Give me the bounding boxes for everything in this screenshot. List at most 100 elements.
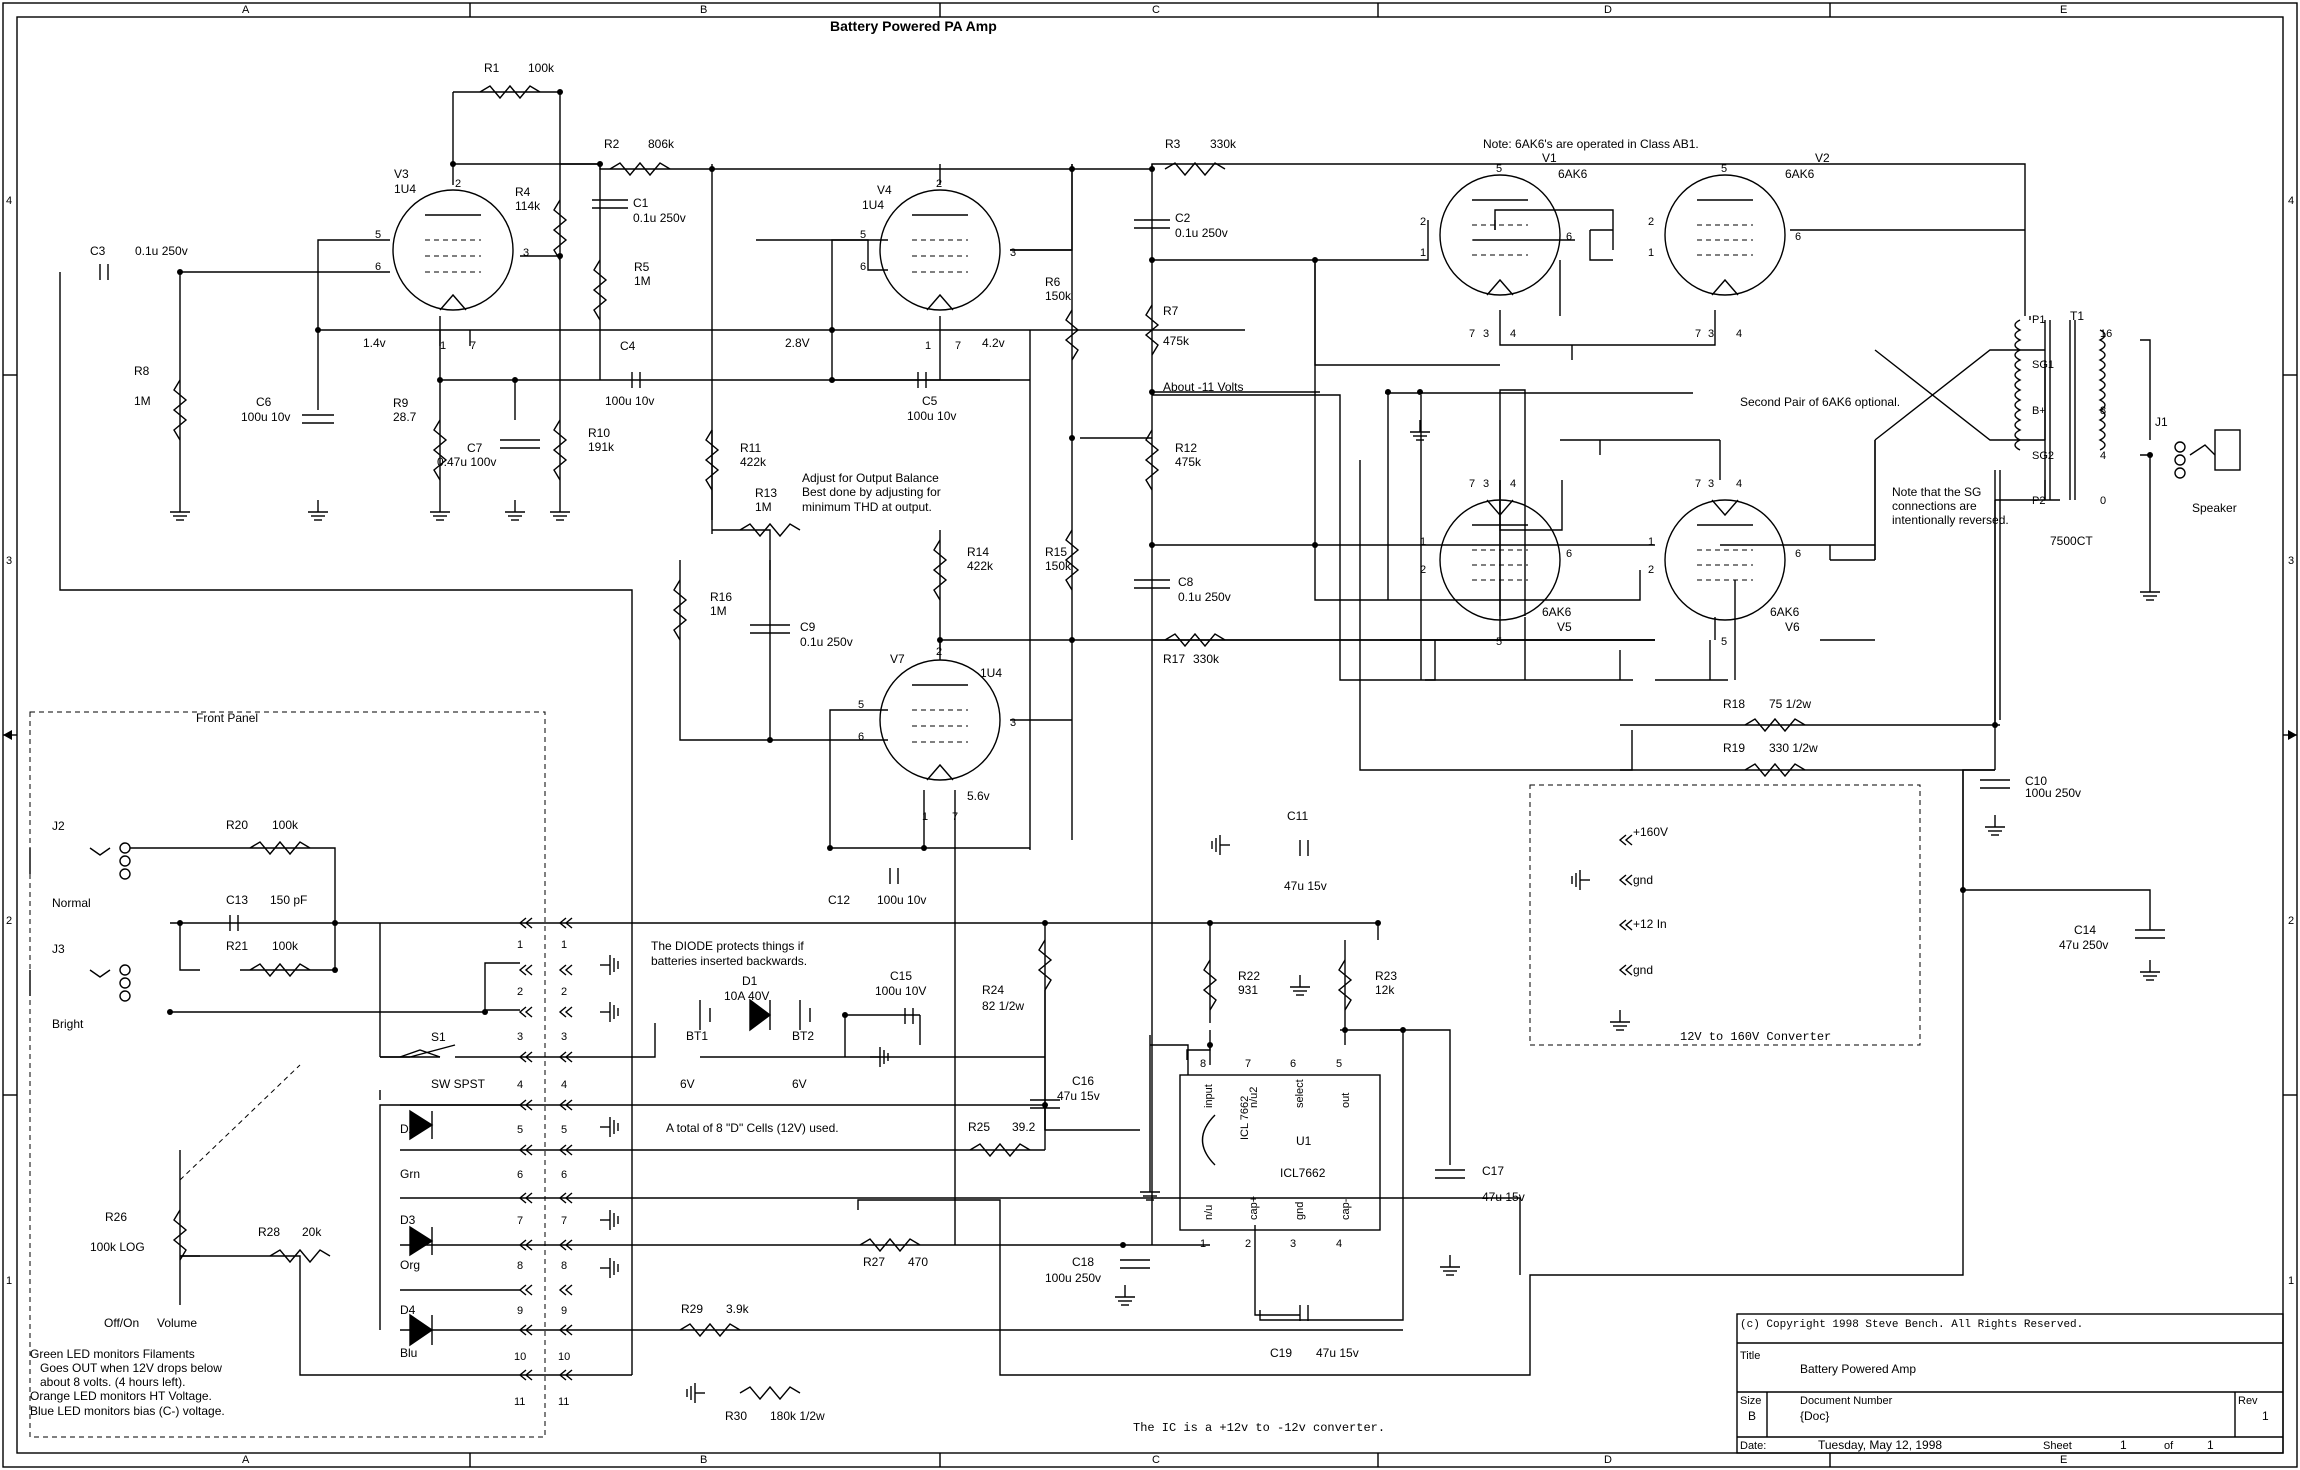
bias-voltage: About -11 Volts xyxy=(1163,380,1244,394)
v3-pin-1: 1 xyxy=(440,340,446,352)
t1-pin-0: 0 xyxy=(2100,495,2106,507)
fp-pin-1-left: 1 xyxy=(517,939,523,951)
title-block-rev-label: Rev xyxy=(2238,1395,2258,1407)
title-block-sheet: 1 xyxy=(2120,1438,2127,1452)
u1-label-gnd: gnd xyxy=(1294,1202,1306,1220)
u1-pin-2: 2 xyxy=(1245,1238,1251,1250)
r12-value: 475k xyxy=(1175,455,1202,469)
d2-ref: D2 xyxy=(400,1122,416,1136)
v4-type: 1U4 xyxy=(862,198,884,212)
r13-value: 1M xyxy=(755,500,772,514)
title-block-size-label: Size xyxy=(1740,1395,1761,1407)
fp-pin-2-right: 2 xyxy=(561,986,567,998)
tube-labels: V3 1U4 V4 1U4 V7 1U4 V1 6AK6 V2 6AK6 V5 … xyxy=(394,151,1830,680)
v3-pin-7: 7 xyxy=(470,340,476,352)
v5-pin-6: 6 xyxy=(1566,548,1572,560)
col-label-b: B xyxy=(700,4,707,16)
note-sg-line1: Note that the SG xyxy=(1892,485,1981,499)
row-label-3-right: 3 xyxy=(2288,555,2294,567)
r10-value: 191k xyxy=(588,440,615,454)
note-leds-line4: Orange LED monitors HT Voltage. xyxy=(30,1389,212,1403)
title-block-rev: 1 xyxy=(2262,1409,2269,1423)
fp-pin-9-left: 9 xyxy=(517,1305,523,1317)
c9-ref: C9 xyxy=(800,620,816,634)
note-second-pair: Second Pair of 6AK6 optional. xyxy=(1740,395,1900,409)
d4-value: Blu xyxy=(400,1346,417,1360)
r20-ref: R20 xyxy=(226,818,248,832)
r1-value: 100k xyxy=(528,61,555,75)
c6-value: 100u 10v xyxy=(241,410,290,424)
fp-pin-4-right: 4 xyxy=(561,1079,567,1091)
bt1-value: 6V xyxy=(680,1077,695,1091)
v1-pin-2: 2 xyxy=(1420,216,1426,228)
v3-pin-6: 6 xyxy=(375,261,381,273)
u1-value: ICL7662 xyxy=(1280,1166,1326,1180)
r5-ref: R5 xyxy=(634,260,650,274)
c3-value: 0.1u 250v xyxy=(135,244,188,258)
r26-ref: R26 xyxy=(105,1210,127,1224)
c18-ref: C18 xyxy=(1072,1255,1094,1269)
c4-value: 100u 10v xyxy=(605,394,654,408)
j1-value: Speaker xyxy=(2192,501,2237,515)
v6-pin-5: 5 xyxy=(1721,636,1727,648)
d2-value: Grn xyxy=(400,1167,420,1181)
fp-pin-4-left: 4 xyxy=(517,1079,523,1091)
note-off-on: Off/On xyxy=(104,1316,139,1330)
r23-value: 12k xyxy=(1375,983,1395,997)
r21-ref: R21 xyxy=(226,939,248,953)
v4-ref: V4 xyxy=(877,183,892,197)
fp-pin-8-left: 8 xyxy=(517,1260,523,1272)
c6-ref: C6 xyxy=(256,395,272,409)
u1-pin-labels: input n/u2 select out n/u cap+ gnd cap- … xyxy=(1200,1058,1352,1250)
col-label-e: E xyxy=(2060,4,2067,16)
r23-ref: R23 xyxy=(1375,969,1397,983)
c16-ref: C16 xyxy=(1072,1074,1094,1088)
v3-ref: V3 xyxy=(394,167,409,181)
title-block-copyright: (c) Copyright 1998 Steve Bench. All Righ… xyxy=(1740,1319,2083,1331)
r10-ref: R10 xyxy=(588,426,610,440)
r28-value: 20k xyxy=(302,1225,322,1239)
v4-pin-7: 7 xyxy=(955,340,961,352)
v4-cathode-voltage: 2.8V xyxy=(785,336,810,350)
r20-value: 100k xyxy=(272,818,299,832)
v5-pin-3: 3 xyxy=(1483,478,1489,490)
title-block-of: 1 xyxy=(2207,1438,2214,1452)
v7-pin-5: 5 xyxy=(858,699,864,711)
c5-ref: C5 xyxy=(922,394,938,408)
tubes xyxy=(392,174,1786,781)
row-label-2: 2 xyxy=(6,915,12,927)
bt2-ref: BT2 xyxy=(792,1029,814,1043)
title-block-date-label: Date: xyxy=(1740,1440,1766,1452)
tube-v6 xyxy=(1664,499,1786,621)
r5-value: 1M xyxy=(634,274,651,288)
c13-value: 150 pF xyxy=(270,893,307,907)
v2-pin-6: 6 xyxy=(1795,231,1801,243)
r27-ref: R27 xyxy=(863,1255,885,1269)
c18-value: 100u 250v xyxy=(1045,1271,1101,1285)
v7-screen-voltage: 5.6v xyxy=(967,789,990,803)
tube-v3 xyxy=(392,189,514,311)
fp-pin-6-right: 6 xyxy=(561,1169,567,1181)
fp-pin-3-right: 3 xyxy=(561,1031,567,1043)
t1-value: 7500CT xyxy=(2050,534,2093,548)
v6-pin-6: 6 xyxy=(1795,548,1801,560)
fp-pin-3-left: 3 xyxy=(517,1031,523,1043)
v7-ref: V7 xyxy=(890,652,905,666)
v5-pin-2: 2 xyxy=(1420,564,1426,576)
c12-value: 100u 10v xyxy=(877,893,926,907)
c14-value: 47u 250v xyxy=(2059,938,2108,952)
u1-label-cap-plus: cap+ xyxy=(1248,1196,1260,1220)
c9-value: 0.1u 250v xyxy=(800,635,853,649)
col-label-b-bottom: B xyxy=(700,1454,707,1466)
t1-pin-sg2: SG2 xyxy=(2032,450,2054,462)
v7-pin-6: 6 xyxy=(858,731,864,743)
v4-screen-voltage: 4.2v xyxy=(982,336,1005,350)
r12-ref: R12 xyxy=(1175,441,1197,455)
note-leds-line1: Green LED monitors Filaments xyxy=(30,1347,195,1361)
c19-value: 47u 15v xyxy=(1316,1346,1359,1360)
t1-ref: T1 xyxy=(2070,309,2084,323)
t1-pin-p1: P1 xyxy=(2032,314,2045,326)
c1-value: 0.1u 250v xyxy=(633,211,686,225)
u1-label-nu: n/u xyxy=(1203,1205,1215,1220)
v7-type: 1U4 xyxy=(980,666,1002,680)
